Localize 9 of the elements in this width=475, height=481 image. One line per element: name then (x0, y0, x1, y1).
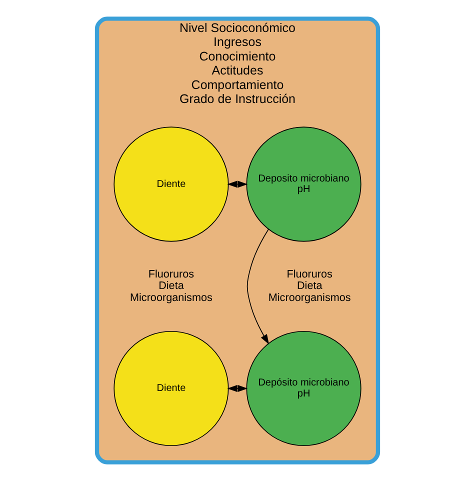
label: Fluoruros Dieta Microorganismos (268, 268, 351, 304)
node-circle: Deposito microbiano pH (246, 126, 362, 242)
arrow (227, 180, 248, 188)
node-circle: Diente (114, 330, 229, 446)
label: Fluoruros Dieta Microorganismos (130, 268, 212, 304)
arrow (227, 385, 248, 392)
arrow (246, 228, 270, 344)
node-circle: Depósito microbiano pH (246, 330, 362, 446)
node-circle: Diente (114, 126, 229, 242)
